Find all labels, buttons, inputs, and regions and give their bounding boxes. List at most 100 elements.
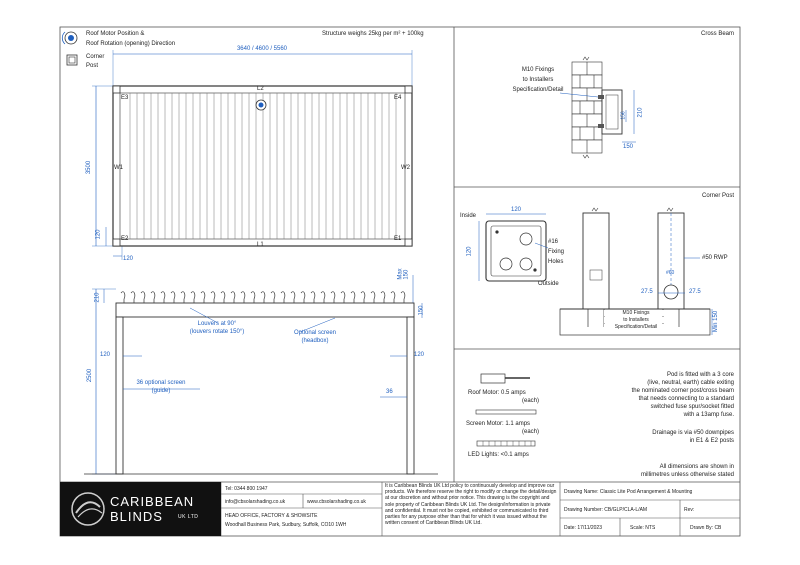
top-dimension: 210 [94,292,101,303]
title-block-grid [220,482,740,536]
drainage-note-2: in E1 & E2 posts [689,438,734,444]
label-e1: E1 [394,236,402,242]
dims-note-2: millimetres unless otherwise stated [640,472,734,478]
corner-post-outside: Outside [538,281,559,287]
cross-beam-dim-150: 150 [623,144,634,150]
label-l1: L1 [257,242,264,248]
cross-beam-fixings-line1: M10 Fixings [521,67,555,73]
legend-post-line1: Corner [86,54,105,60]
plan-louvers [129,93,397,239]
electrical-panel [475,373,537,447]
plan-small-dim-h: 120 [123,256,134,262]
address: Woodhall Business Park, Sudbury, Suffolk… [225,522,347,528]
pod-note-3: the nominated corner post/cross beam [631,388,734,394]
post-fixings-line3: Specification/Detail [604,324,668,330]
fixing-holes-line2: Fixing [548,249,565,255]
corner-post-top-dim: 120 [510,207,521,213]
sheet-border [59,26,741,537]
legend-motor-line1: Roof Motor Position & [86,31,145,37]
drawing-name: Drawing Name: Classic Lite Pod Arrangeme… [564,489,693,495]
drawing-number: Drawing Number: CB/GLP/CLA-L/AM [564,507,648,513]
screen-note-line2: (headbox) [301,338,329,344]
elevation-view [84,275,438,475]
louvers-note-line2: (louvers rotate 150°) [189,329,245,335]
louvers-note-line1: Louvers at 90° [197,321,237,327]
depth-dimension: 3500 [86,160,93,175]
post-left-dim: 120 [100,352,111,358]
weight-note: Structure weighs 25kg per m² + 100kg [322,31,424,37]
corner-post-e1 [404,238,413,247]
tel: Tel: 0344 800 1947 [225,486,268,492]
dim-27-5-b: 27.5 [689,289,701,295]
height-dimension: 2500 [87,368,94,383]
label-e2: E2 [121,236,129,242]
pod-note-6: with a 13amp fuse. [683,412,734,418]
cross-beam-fixings-line3: Specification/Detail [512,87,564,93]
scale: Scale: NTS [630,525,656,531]
roof-motor-icon [480,373,506,384]
roof-motor-each: (each) [522,398,540,404]
cross-beam-section [601,89,623,135]
fixing-holes-line1: #16 [548,239,559,245]
elevation-beam [115,302,415,318]
rwp-downpipe [663,284,679,300]
cross-beam-dim-156: 156 [620,111,627,120]
logo-emblem-icon [71,492,105,526]
guide-note-line1: 36 optional screen [136,380,186,386]
screen-motor-icon [475,409,537,415]
label-e3: E3 [121,95,129,101]
head-office: HEAD OFFICE, FACTORY & SHOWSITE [225,513,318,519]
elevation-louvers [120,291,406,303]
dim-60: #60 [666,270,675,276]
dim-27-5-a: 27.5 [641,289,653,295]
pod-note-4: that needs connecting to a standard [638,396,734,402]
corner-post-legend-icon [66,54,78,66]
cross-beam-detail [559,56,636,159]
post-fixings-line2: to Installers [604,317,668,323]
guide-note-line2: (guide) [151,388,171,394]
roof-motor-spec: Roof Motor: 0.5 amps [468,390,526,396]
label-e4: E4 [394,95,402,101]
corner-post-e2 [112,238,121,247]
corner-post-inside: Inside [460,213,477,219]
min-dimension: Min 150 [713,310,720,333]
max-dimension: Max 150 [397,268,410,280]
corner-post-e4 [404,85,413,94]
pod-note-2: (live, neutral, earth) cable exiting [647,380,734,386]
post-section-outline [485,220,547,282]
date: Date: 17/11/2023 [564,525,602,531]
width-dimension: 3640 / 4600 / 5560 [236,46,288,52]
label-w1: W1 [114,165,123,171]
company-logo: CARIBBEAN BLINDS UK LTD [60,482,221,536]
post-fixings-line1: M10 Fixings [604,310,668,316]
elevation-post-left [115,316,124,475]
cross-beam-dim-210: 210 [637,107,644,118]
corner-post-title: Corner Post [701,193,734,199]
legend-post-line2: Post [86,63,99,69]
fixing-holes-line3: Holes [548,259,564,265]
screen-motor-spec: Screen Motor: 1.1 amps [466,421,531,427]
drawn-by: Drawn By: CB [690,525,722,531]
elevation-post-right [406,316,415,475]
corner-post-detail [478,207,713,336]
logo-line1: CARIBBEAN [110,494,195,509]
corner-post-e3 [112,85,121,94]
dims-note-1: All dimensions are shown in [659,464,734,470]
post-elevation-left [582,212,610,310]
plan-frame [112,85,413,247]
logo-line2: BLINDS [110,509,163,524]
legend-motor-line2: Roof Rotation (opening) Direction [86,41,176,47]
email: info@cbsolarshading.co.uk [225,499,286,505]
rwp-label: #50 RWP [702,255,728,261]
revision: Rev: [684,507,695,513]
cross-beam-title: Cross Beam [700,31,734,37]
led-spec: LED Lights: <0.1 amps [468,452,529,458]
screen-note-line1: Optional screen [293,330,337,336]
pod-note-1: Pod is fitted with a 3 core [666,372,734,378]
disclaimer: It is Caribbean Blinds UK Ltd policy to … [385,483,557,527]
label-w2: W2 [401,165,410,171]
plan-small-dim-v: 120 [95,229,102,240]
logo-suffix: UK LTD [178,514,199,520]
corner-post-side-dim: 120 [466,246,473,257]
